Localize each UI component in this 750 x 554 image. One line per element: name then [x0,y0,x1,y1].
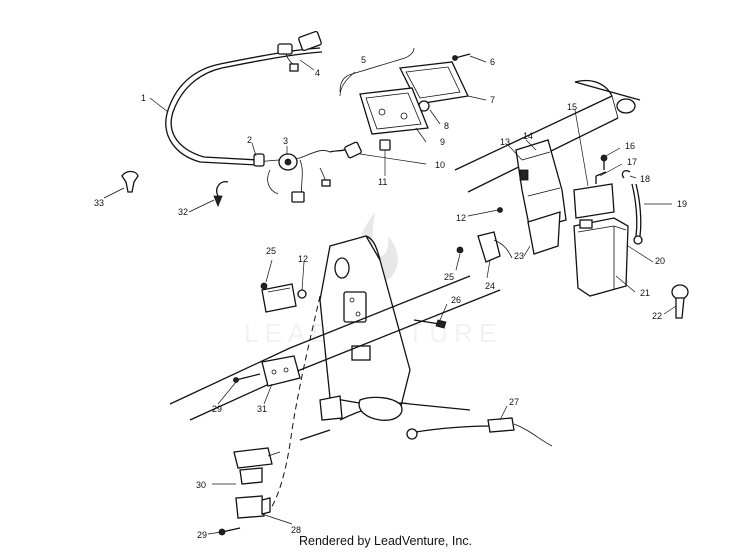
screw-25 [260,282,268,290]
callout-29-lower: 29 [197,530,207,540]
callout-28: 28 [291,525,301,535]
callout-26: 26 [451,295,461,305]
callout-8: 8 [444,121,449,131]
bolt-26 [413,319,447,329]
battery-strap [621,170,643,245]
callout-5: 5 [361,55,366,65]
callout-27: 27 [509,397,519,407]
tail-light-assembly [339,47,471,151]
clip-33 [121,170,139,193]
callout-22: 22 [652,311,662,321]
callout-16: 16 [625,141,635,151]
callout-30: 30 [196,480,206,490]
callout-17: 17 [627,157,637,167]
callout-10: 10 [435,160,445,170]
component-28 [235,495,271,519]
leader-lines [103,55,677,535]
callout-18: 18 [640,174,650,184]
callout-12-lower: 12 [298,254,308,264]
ground-cable-27 [406,417,553,447]
callout-2: 2 [247,135,252,145]
screw-29-upper [233,373,261,383]
callout-23: 23 [514,251,524,261]
callout-3: 3 [283,136,288,146]
wire-harness [165,30,362,203]
callout-labels: 1 2 3 4 5 6 7 8 9 10 11 12 12 13 14 15 1… [94,55,687,540]
callout-19: 19 [677,199,687,209]
callout-24: 24 [485,281,495,291]
callout-12-upper: 12 [456,213,466,223]
bolts-16-17 [595,154,608,184]
frame-mount-plate [319,235,411,411]
callout-32: 32 [178,207,188,217]
harness-clips [253,153,298,171]
callout-1: 1 [141,93,146,103]
key-22 [671,284,689,319]
render-credit: Rendered by LeadVenture, Inc. [299,534,472,548]
callout-13: 13 [500,137,510,147]
callout-14: 14 [523,131,533,141]
callout-31: 31 [257,404,267,414]
callout-29-upper: 29 [212,404,222,414]
battery [573,183,629,297]
screw-29-lower [218,527,241,536]
callout-21: 21 [640,288,650,298]
callout-25-right: 25 [444,272,454,282]
frame-rail [454,79,641,193]
dashed-routing-line [269,295,321,511]
callout-25-left: 25 [266,246,276,256]
callout-9: 9 [440,137,445,147]
callout-11: 11 [378,177,387,187]
component-30 [233,447,281,485]
callout-20: 20 [655,256,665,266]
relay-12 [261,283,307,313]
battery-bracket [515,139,567,255]
callout-15: 15 [567,102,577,112]
callout-4: 4 [315,68,320,78]
callout-7: 7 [490,95,495,105]
frame-crossmember [169,275,501,441]
callout-33: 33 [94,198,104,208]
tie-32 [213,181,229,208]
callout-6: 6 [490,57,495,67]
module-31 [261,355,301,387]
